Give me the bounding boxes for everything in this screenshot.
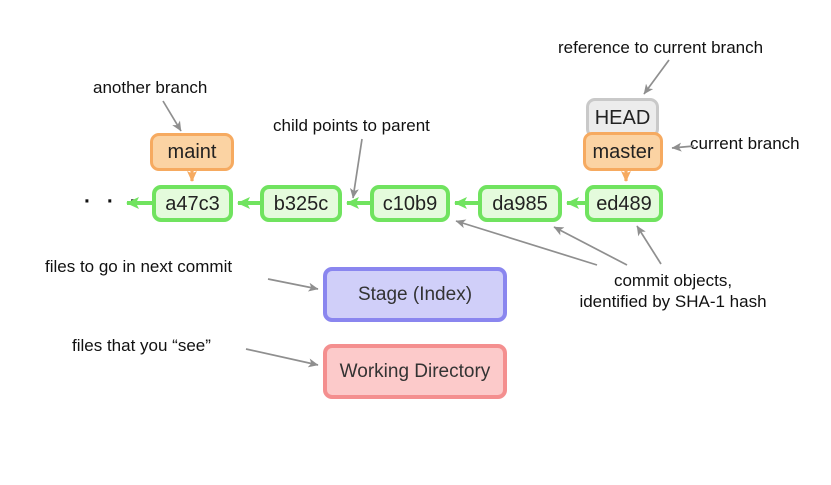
- commit-node-b325c: b325c: [260, 185, 342, 222]
- label-another-branch: another branch: [93, 78, 208, 97]
- label-child-points-to-parent: child points to parent: [273, 116, 430, 135]
- commit-node-c10b9: c10b9: [370, 185, 450, 222]
- label-files-you-see: files that you “see”: [72, 336, 211, 355]
- label-files-next-commit: files to go in next commit: [45, 257, 233, 276]
- annotation-arrow-files-see: [245, 348, 319, 368]
- head-node: HEAD: [586, 98, 659, 138]
- label-reference-to-current-branch: reference to current branch: [558, 38, 764, 57]
- working-directory-box: Working Directory: [323, 344, 507, 399]
- label-commit-objects-line1: commit objects,: [613, 271, 733, 290]
- branch-node-master: master: [583, 132, 663, 171]
- commit-node-da985: da985: [478, 185, 562, 222]
- commit-node-ed489: ed489: [585, 185, 663, 222]
- label-commit-objects-line2: identified by SHA-1 hash: [579, 292, 767, 311]
- stage-index-box: Stage (Index): [323, 267, 507, 322]
- annotation-arrow-child-points: [349, 138, 363, 199]
- annotation-arrow-files-next: [267, 278, 319, 292]
- annotation-arrow-reference: [643, 59, 670, 95]
- commit-node-a47c3: a47c3: [152, 185, 233, 222]
- branch-node-maint: maint: [150, 133, 234, 171]
- annotation-arrow-commit-objects-2: [553, 226, 628, 266]
- annotation-arrow-another-branch: [162, 100, 182, 132]
- annotation-arrow-commit-objects-3: [636, 225, 662, 265]
- history-ellipsis: · · ·: [84, 190, 142, 213]
- label-current-branch: current branch: [690, 134, 800, 153]
- annotation-arrow-commit-objects-1: [455, 219, 598, 266]
- label-commit-objects: commit objects, identified by SHA-1 hash: [560, 270, 786, 312]
